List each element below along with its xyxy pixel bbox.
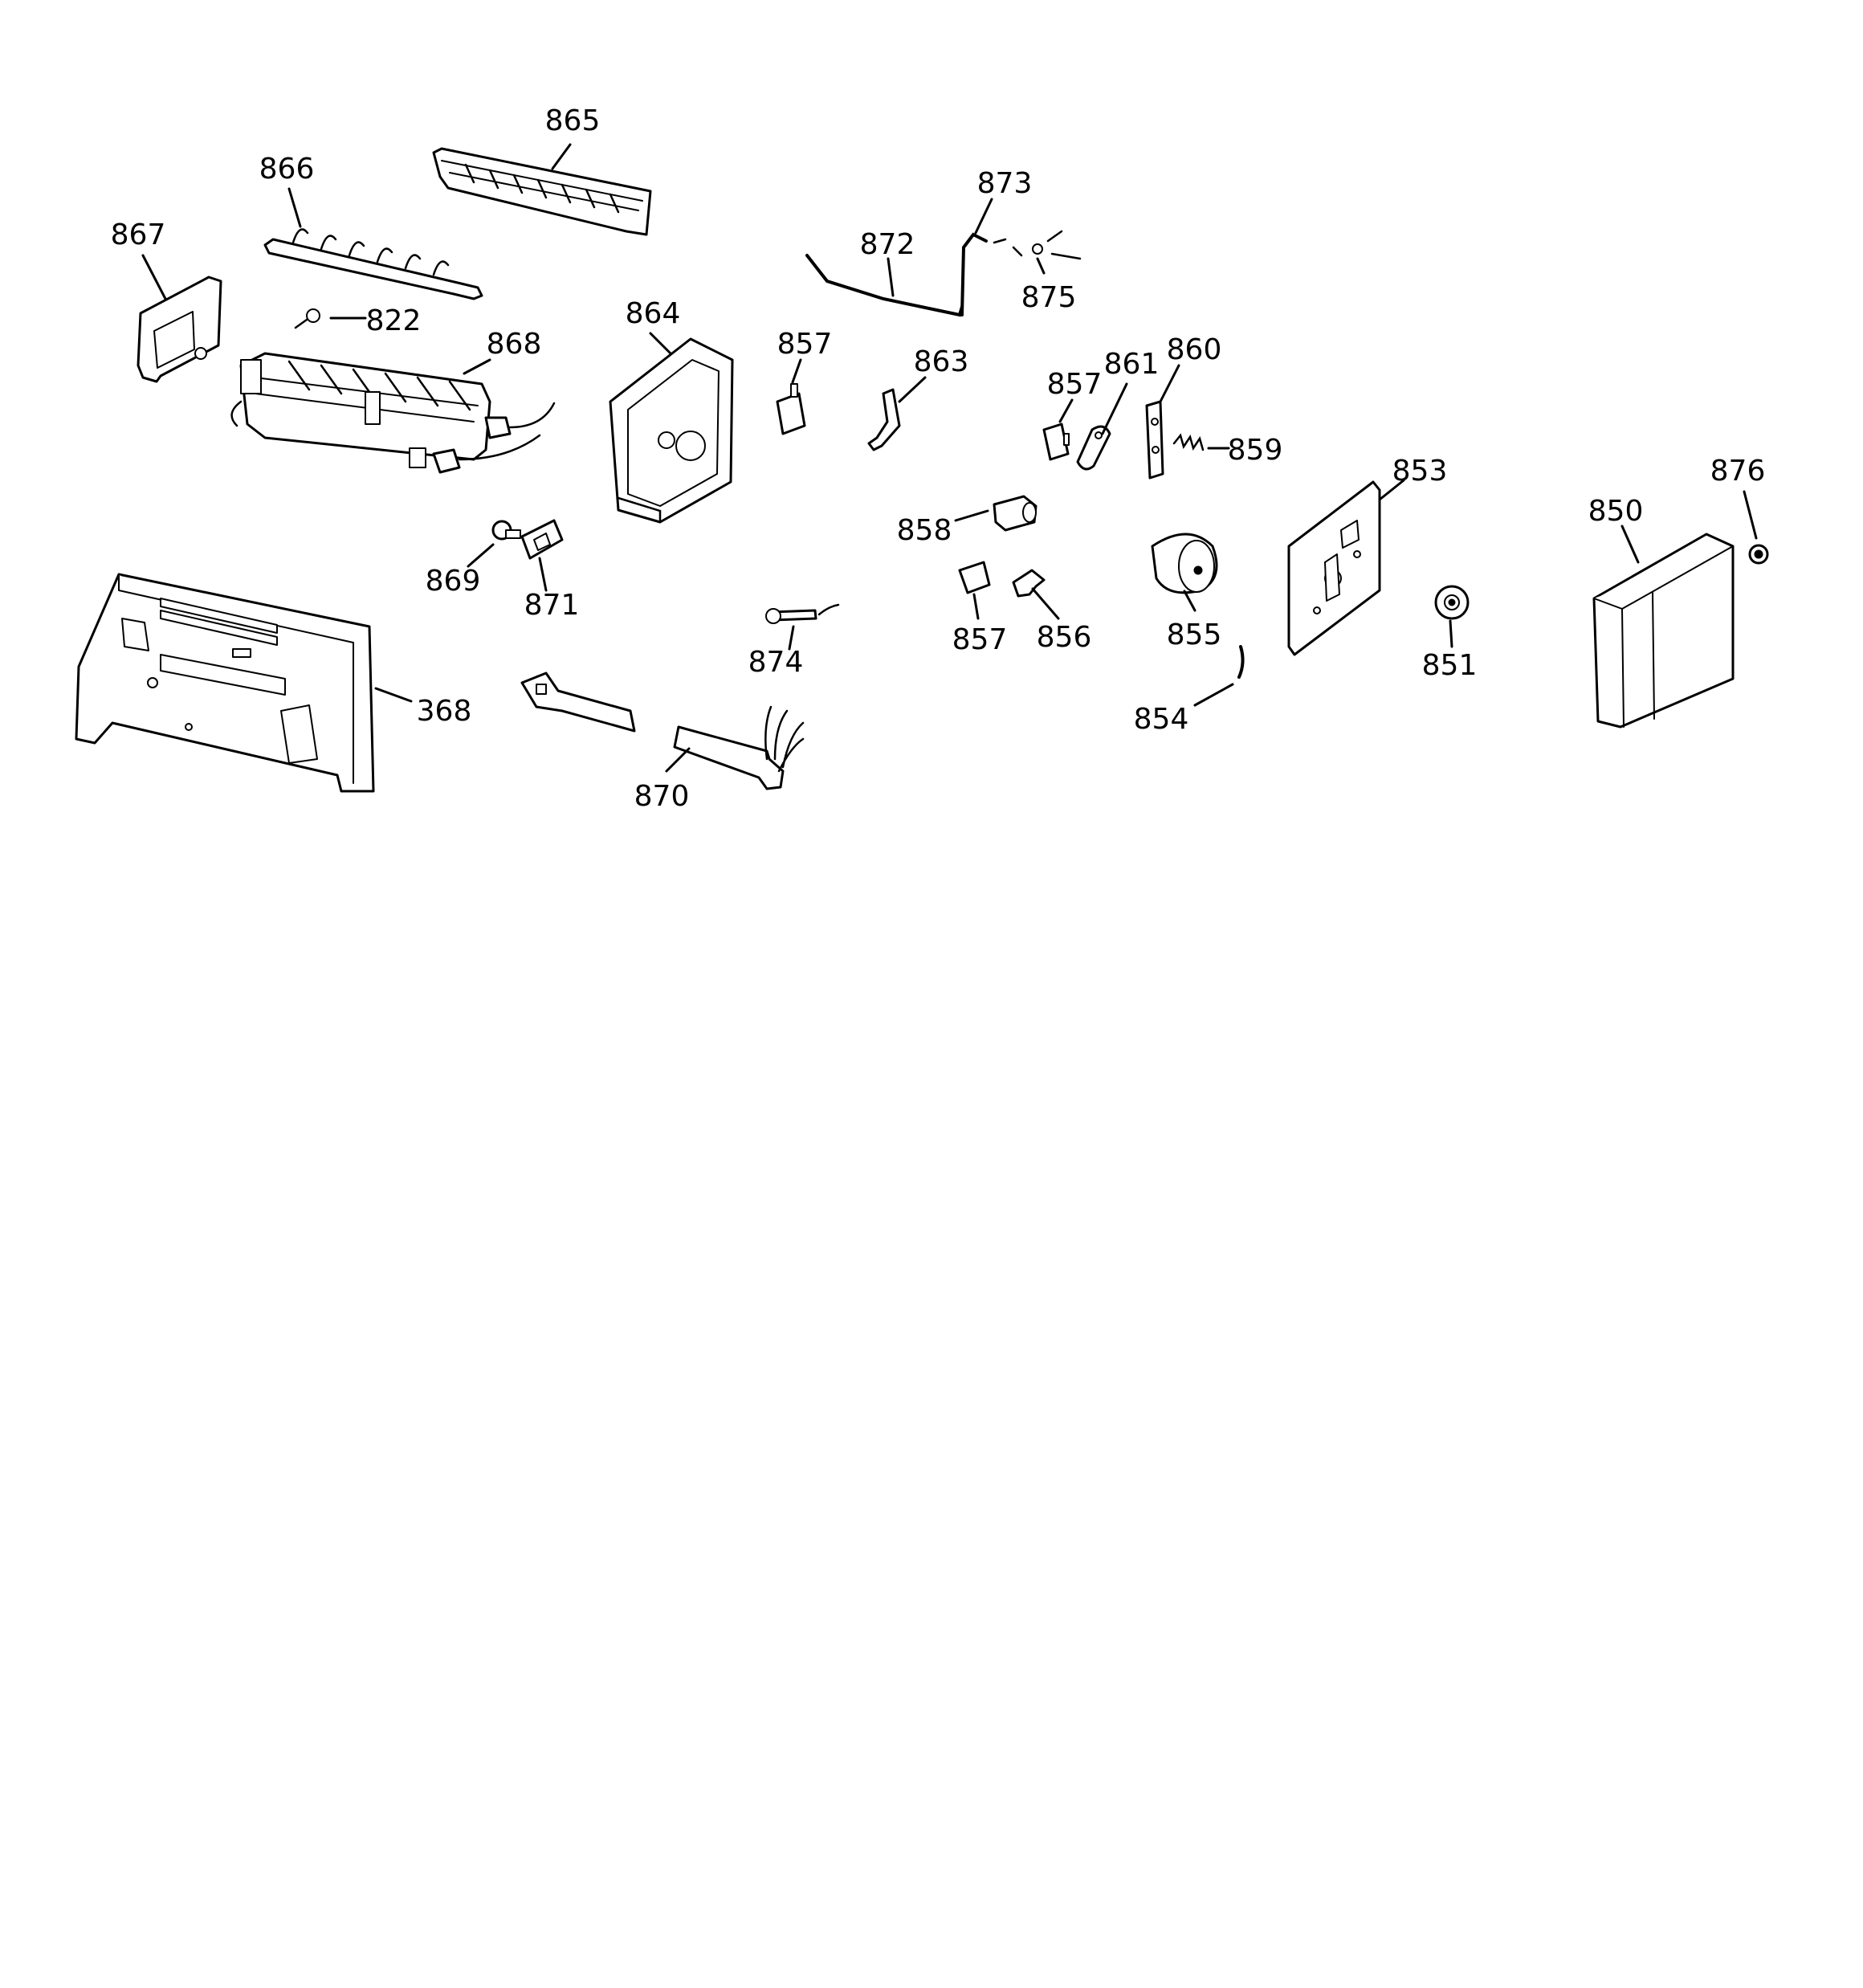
callout-876: 876 xyxy=(1710,455,1766,488)
callout-875: 875 xyxy=(1021,281,1077,314)
callout-857a: 857 xyxy=(777,328,833,361)
callout-368: 368 xyxy=(417,695,472,728)
part-866-ejector-shaft xyxy=(263,228,483,300)
callout-855: 855 xyxy=(1167,618,1222,651)
callout-850: 850 xyxy=(1588,495,1644,528)
part-855-motor xyxy=(1151,533,1218,594)
part-853-mounting-plate xyxy=(1287,480,1381,656)
callout-868: 868 xyxy=(487,328,542,361)
callout-874: 874 xyxy=(748,646,804,679)
part-822-screw xyxy=(294,308,320,329)
part-368-support-bracket xyxy=(75,573,375,793)
part-872-shutoff-arm xyxy=(805,232,988,317)
part-871-cam xyxy=(520,519,564,560)
part-859-spring xyxy=(1172,433,1205,451)
callout-857b: 857 xyxy=(1047,368,1103,401)
part-868-ice-mold xyxy=(230,352,556,474)
part-863-lever xyxy=(867,388,901,451)
part-870-harness xyxy=(520,672,805,790)
part-865-ejector-cover xyxy=(432,147,652,236)
part-850-cover xyxy=(1592,533,1735,729)
callout-870: 870 xyxy=(634,780,690,813)
part-858-thermostat xyxy=(993,495,1037,532)
callout-854: 854 xyxy=(1134,703,1189,736)
callout-labels: 865 866 867 822 868 864 873 872 875 857 … xyxy=(111,104,1766,813)
callout-863: 863 xyxy=(914,345,969,378)
part-851-gear xyxy=(1434,585,1470,620)
callout-865: 865 xyxy=(545,104,601,137)
callout-856: 856 xyxy=(1037,621,1092,654)
callout-851: 851 xyxy=(1422,649,1478,682)
part-854-clip xyxy=(1237,645,1245,679)
part-857c-switch xyxy=(958,561,991,594)
callout-859: 859 xyxy=(1228,434,1283,467)
callout-871: 871 xyxy=(524,589,580,622)
part-857b-switch xyxy=(1042,423,1070,461)
callout-858: 858 xyxy=(897,514,952,547)
callout-867: 867 xyxy=(111,218,166,251)
callout-864: 864 xyxy=(626,297,681,330)
callout-866: 866 xyxy=(259,153,315,186)
part-857a-switch xyxy=(776,383,806,435)
callout-860: 860 xyxy=(1167,333,1222,366)
leader-lines xyxy=(141,143,1758,773)
part-864-control-housing xyxy=(609,337,734,524)
part-856-clip xyxy=(1012,569,1046,598)
part-874-screw xyxy=(765,603,840,624)
callout-873: 873 xyxy=(977,167,1033,200)
callout-822: 822 xyxy=(366,304,422,337)
callout-861: 861 xyxy=(1104,348,1160,381)
callout-857c: 857 xyxy=(952,623,1008,656)
part-876-nut xyxy=(1748,544,1769,565)
callout-872: 872 xyxy=(860,228,915,261)
part-875-retainer xyxy=(993,230,1082,260)
callout-853: 853 xyxy=(1392,455,1448,488)
part-861-link xyxy=(1076,425,1111,471)
callout-869: 869 xyxy=(426,565,481,598)
part-860-bracket xyxy=(1145,400,1164,480)
part-869-shaft xyxy=(491,520,521,541)
part-867-mounting-bracket xyxy=(137,276,222,383)
